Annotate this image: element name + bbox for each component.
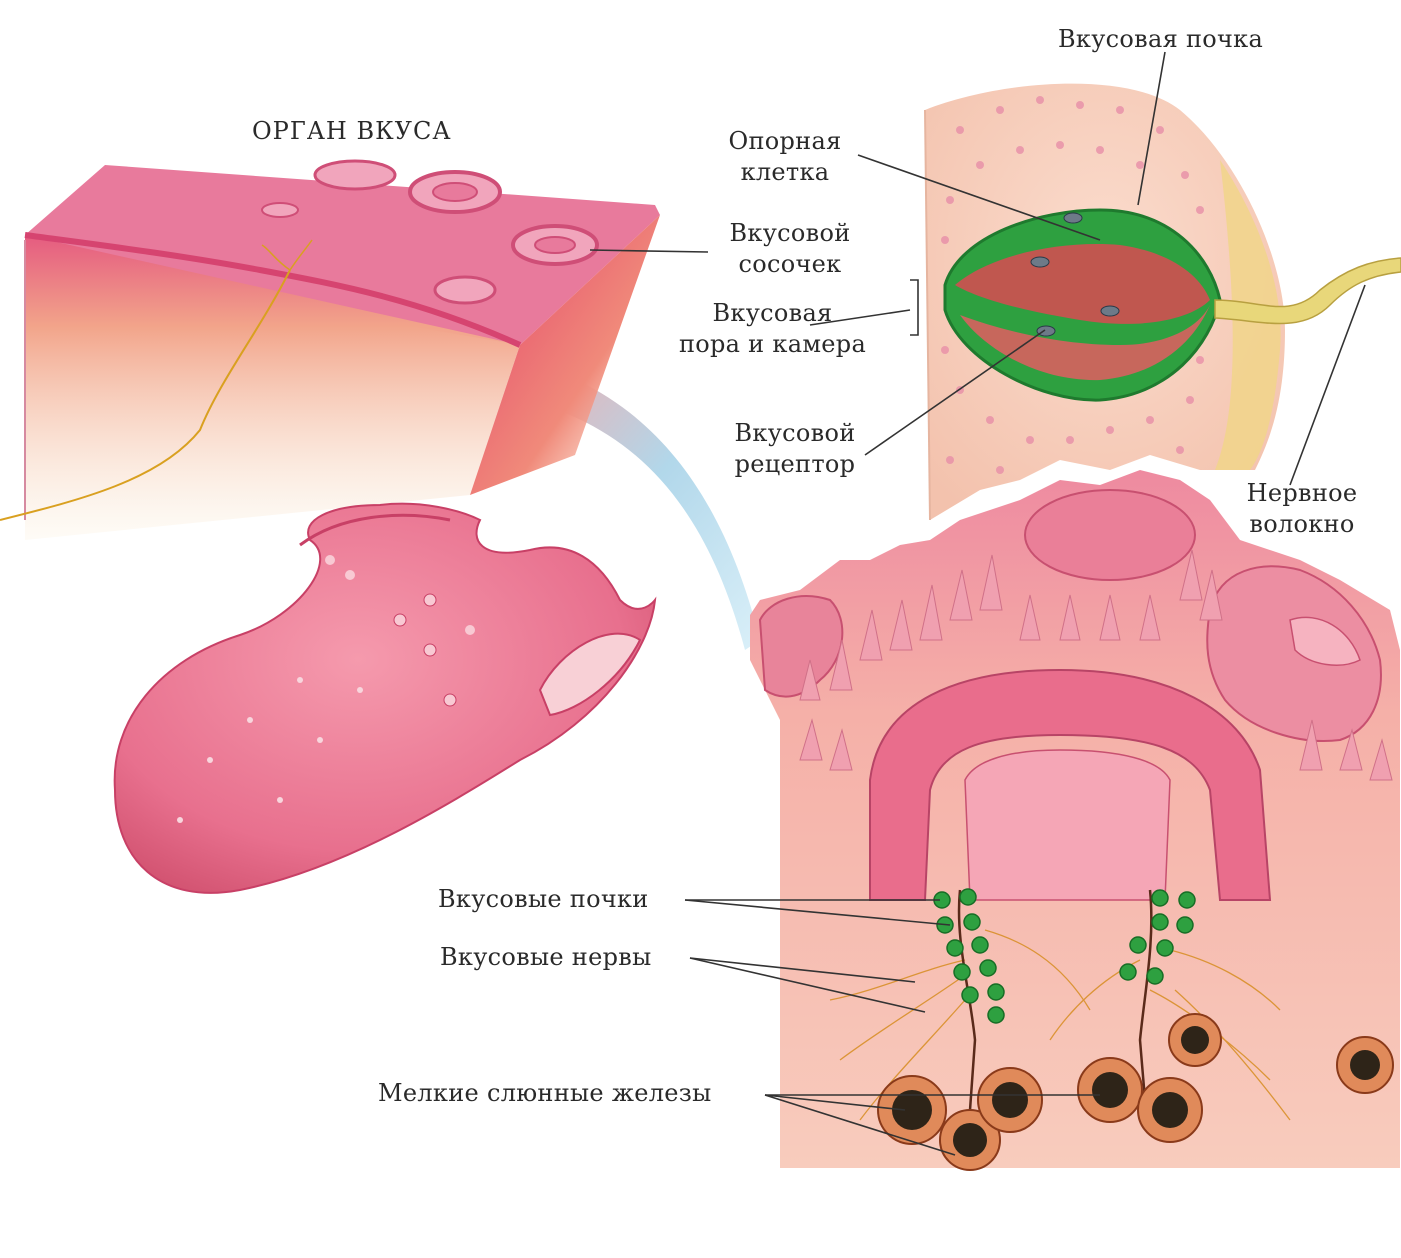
label-papilla: Вкусовой сосочек	[729, 219, 851, 278]
tissue-block	[0, 159, 660, 540]
label-salivary-glands: Мелкие слюнные железы	[378, 1079, 712, 1107]
leader-lines	[589, 51, 1366, 1156]
label-support-cell: Опорная клетка	[728, 127, 842, 186]
taste-bud-dots	[933, 888, 1196, 1024]
taste-bud-inset	[924, 83, 1401, 521]
papilla-top	[1024, 489, 1196, 581]
nerve-line	[0, 269, 291, 521]
tongue-illustration	[113, 502, 657, 894]
diagram-title: ОРГАН ВКУСА	[252, 117, 452, 145]
label-receptor: Вкусовой рецептор	[734, 419, 856, 478]
label-pore-chamber: Вкусовая пора и камера	[678, 299, 867, 358]
label-taste-nerves: Вкусовые нервы	[440, 943, 652, 971]
central-papilla	[869, 668, 1272, 901]
label-taste-bud: Вкусовая почка	[1058, 25, 1264, 53]
label-taste-buds-plural: Вкусовые почки	[438, 885, 649, 913]
nerve-fiber-shape	[1214, 257, 1401, 325]
tongue-section	[750, 470, 1400, 1171]
label-nerve-fiber: Нервное волокно	[1246, 479, 1358, 538]
